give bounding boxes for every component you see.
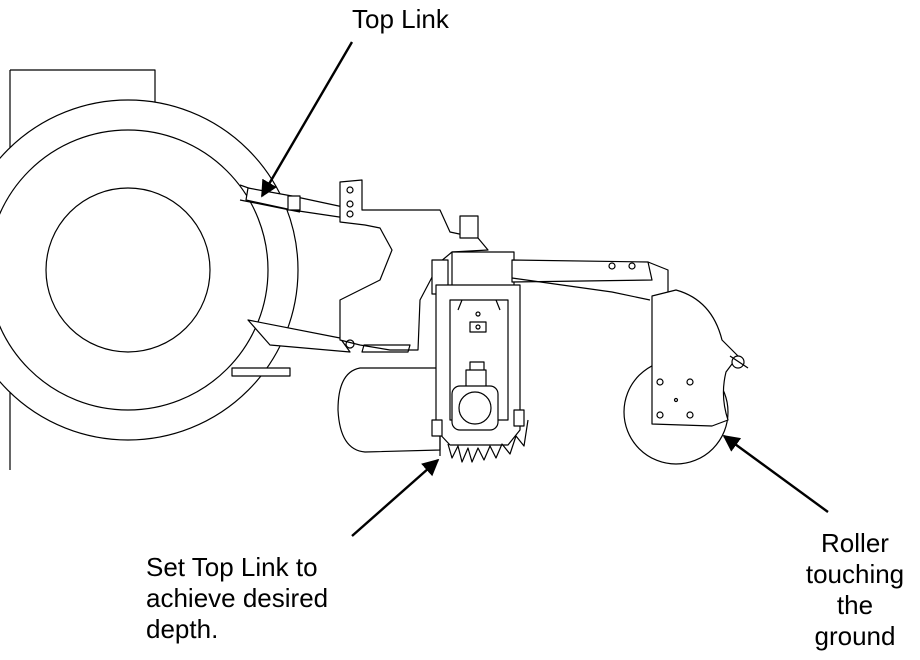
seeder-unit <box>431 251 529 463</box>
arrow-roller <box>722 435 829 513</box>
frame-plate <box>339 179 489 353</box>
rear-arm <box>511 259 669 301</box>
tractor-wheel <box>0 69 299 470</box>
top-link-label: Top Link <box>352 4 449 34</box>
roller-label: Roller touching the ground <box>790 528 920 652</box>
set-top-link-label-line: depth. <box>146 614 219 644</box>
set-top-link-label-line: Set Top Link to <box>146 552 318 582</box>
arrow-set-depth <box>351 458 440 537</box>
roller-assembly <box>623 289 749 465</box>
roller-label-line: touching <box>805 559 905 589</box>
set-top-link-label-line: achieve desired <box>146 583 329 613</box>
arrow-top-link <box>260 41 354 198</box>
set-top-link-label: Set Top Link to achieve desired depth. <box>146 552 386 645</box>
roller-label-line: ground <box>814 621 896 651</box>
roller-label-line: the <box>836 590 874 620</box>
rotor-housing <box>337 367 441 456</box>
roller-label-line: Roller <box>821 528 889 558</box>
